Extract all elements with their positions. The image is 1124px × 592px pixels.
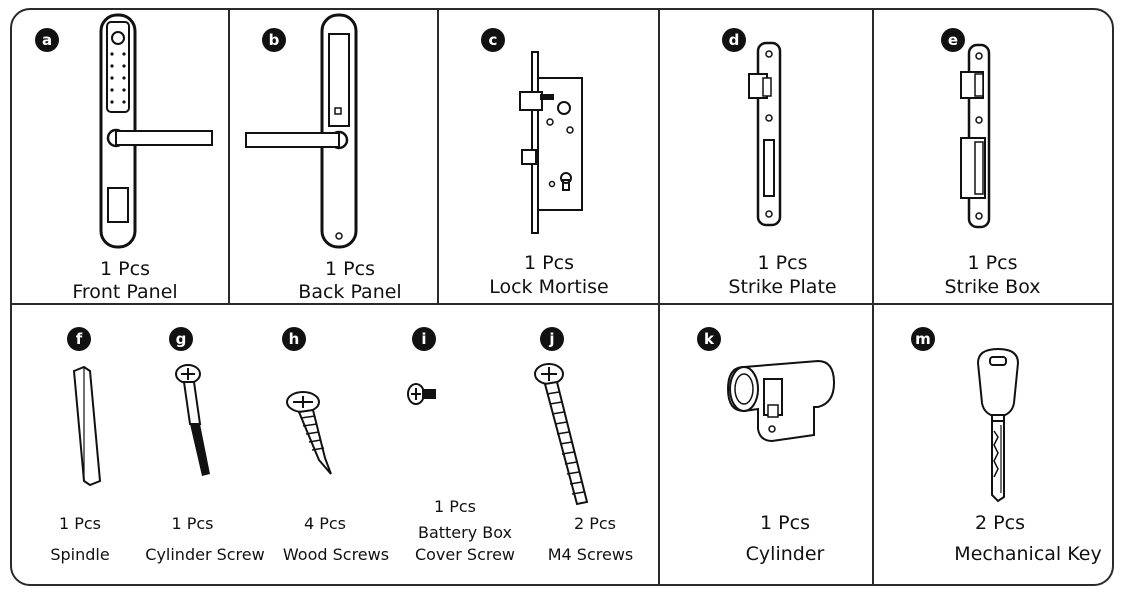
label-cylinder-screw: Cylinder Screw	[145, 545, 265, 564]
col-divider	[437, 9, 439, 304]
front-panel-icon	[99, 13, 213, 249]
lock-mortise-icon	[519, 51, 583, 234]
strike-box-icon	[960, 43, 991, 229]
strike-plate-icon	[748, 41, 782, 227]
badge-f: f	[67, 327, 91, 351]
qty-cylinder-screw: 1 Pcs	[171, 514, 214, 533]
wood-screw-icon	[286, 391, 332, 475]
col-divider	[872, 9, 874, 585]
qty-battery-cover-screw: 1 Pcs	[433, 497, 477, 516]
qty-m4-screws: 2 Pcs	[573, 514, 617, 533]
label-battery-cover-screw-line2: Cover Screw	[414, 545, 516, 564]
qty-wood-screws: 4 Pcs	[303, 514, 347, 533]
label-cylinder: Cylinder	[745, 543, 825, 565]
label-wood-screws: Wood Screws	[282, 545, 390, 564]
label-mechanical-key: Mechanical Key	[954, 543, 1102, 565]
badge-m: m	[911, 327, 935, 351]
badge-i: i	[412, 327, 436, 351]
label-strike-box: Strike Box	[944, 276, 1041, 298]
label-battery-cover-screw-line1: Battery Box	[417, 523, 513, 542]
cylinder-screw-icon	[175, 364, 210, 476]
label-spindle: Spindle	[50, 545, 110, 564]
badge-a: a	[35, 28, 59, 52]
qty-mechanical-key: 2 Pcs	[975, 512, 1025, 534]
label-front-panel: Front Panel	[72, 281, 178, 303]
battery-cover-screw-icon	[407, 383, 436, 405]
back-panel-icon	[245, 13, 358, 249]
parts-list-frame	[10, 8, 1114, 586]
label-m4-screws: M4 Screws	[547, 545, 634, 564]
badge-d: d	[722, 28, 746, 52]
qty-spindle: 1 Pcs	[58, 514, 102, 533]
qty-strike-plate: 1 Pcs	[757, 252, 808, 274]
m4-screw-icon	[534, 363, 589, 506]
col-divider	[658, 9, 660, 585]
label-strike-plate: Strike Plate	[728, 276, 837, 298]
qty-strike-box: 1 Pcs	[967, 252, 1018, 274]
badge-h: h	[282, 327, 306, 351]
badge-j: j	[540, 327, 564, 351]
row-divider	[11, 303, 1113, 305]
badge-b: b	[262, 28, 286, 52]
qty-lock-mortise: 1 Pcs	[524, 252, 574, 274]
qty-cylinder: 1 Pcs	[760, 512, 810, 534]
label-back-panel: Back Panel	[298, 281, 402, 303]
label-lock-mortise: Lock Mortise	[489, 276, 609, 298]
qty-back-panel: 1 Pcs	[325, 258, 375, 280]
badge-g: g	[169, 327, 193, 351]
badge-k: k	[697, 327, 721, 351]
spindle-icon	[72, 365, 102, 487]
badge-c: c	[481, 28, 505, 52]
badge-e: e	[941, 28, 965, 52]
mechanical-key-icon	[976, 347, 1020, 503]
cylinder-icon	[726, 359, 836, 443]
qty-front-panel: 1 Pcs	[100, 258, 150, 280]
col-divider	[228, 9, 230, 304]
